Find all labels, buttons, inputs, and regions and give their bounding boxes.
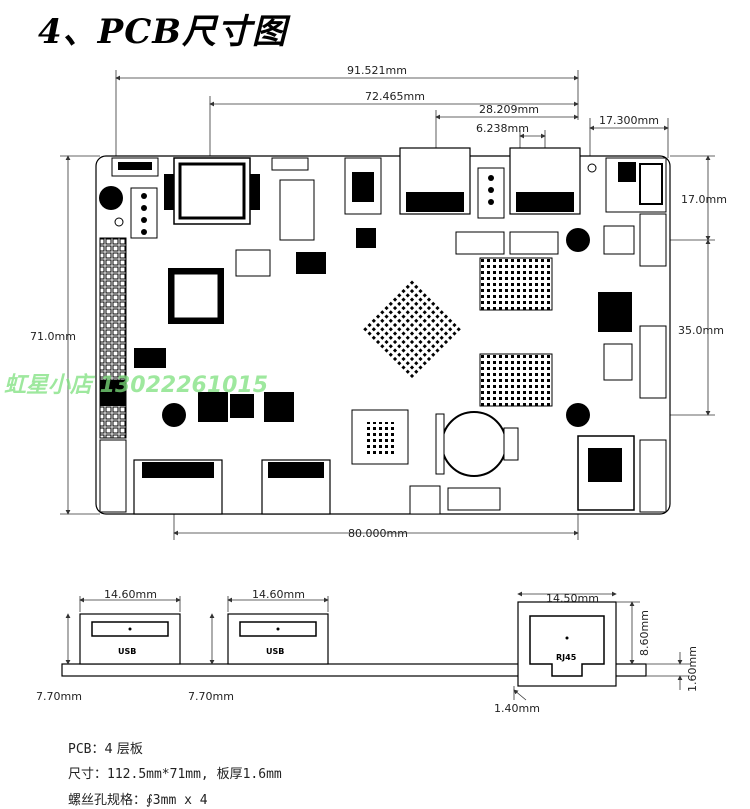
- side-view: 14.60mm 14.60mm 14.50mm 7.70mm 7.70mm 1.…: [36, 588, 699, 715]
- dim-label-usb2-height: 7.70mm: [188, 690, 234, 703]
- dim-label-72: 72.465mm: [365, 90, 425, 103]
- dim-label-rj45-height: 8.60mm: [638, 610, 651, 656]
- dim-label-board-thickness: 1.60mm: [686, 646, 699, 692]
- dim-label-rj45-width: 14.50mm: [546, 592, 599, 605]
- dim-label-80: 80.000mm: [348, 527, 408, 540]
- top-dimensions: [60, 70, 715, 540]
- dim-label-28: 28.209mm: [479, 103, 539, 116]
- spec-size: 尺寸：112.5mm*71mm, 板厚1.6mm: [68, 767, 282, 782]
- dim-label-17: 17.0mm: [681, 193, 727, 206]
- pcb-dimension-drawing: 91.521mm 72.465mm 28.209mm 6.238mm 17.30…: [4, 64, 727, 715]
- spec-screw-holes: 螺丝孔规格：∮3mm x 4: [68, 793, 208, 808]
- rj45-label: RJ45: [556, 653, 577, 662]
- mount-hole-icon: [99, 186, 123, 210]
- dim-label-usb2-width: 14.60mm: [252, 588, 305, 601]
- dim-label-17-3: 17.300mm: [599, 114, 659, 127]
- dim-label-height: 71.0mm: [30, 330, 76, 343]
- dim-label-35: 35.0mm: [678, 324, 724, 337]
- mount-hole-icon: [162, 403, 186, 427]
- mount-hole-icon: [566, 228, 590, 252]
- pcb-board-top: [95, 147, 671, 515]
- usb1-label: USB: [118, 647, 136, 656]
- mount-hole-icon: [566, 403, 590, 427]
- spec-layers: PCB：4 层板: [68, 742, 143, 757]
- dim-label-width-total: 91.521mm: [347, 64, 407, 77]
- dim-label-6: 6.238mm: [476, 122, 529, 135]
- usb2-label: USB: [266, 647, 284, 656]
- dim-label-usb1-height: 7.70mm: [36, 690, 82, 703]
- dim-label-usb1-width: 14.60mm: [104, 588, 157, 601]
- page-title: 4、PCB尺寸图: [38, 12, 288, 52]
- dim-label-rj45-offset: 1.40mm: [494, 702, 540, 715]
- watermark: 虹星小店 13022261015: [4, 373, 268, 398]
